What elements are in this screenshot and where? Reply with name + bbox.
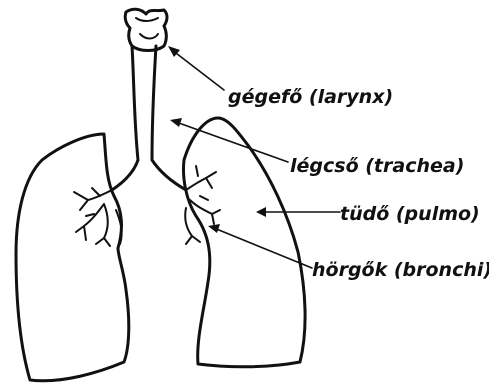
lung-label: tüdő (pulmo) [340, 203, 480, 225]
left-lung-drawing [16, 134, 129, 381]
larynx-label: gégefő (larynx) [228, 86, 393, 108]
bronchi-label: hörgők (bronchi) [312, 259, 489, 281]
lung-pointer [256, 207, 340, 217]
larynx-drawing [125, 9, 167, 50]
right-lung-drawing [184, 118, 306, 367]
larynx-pointer [168, 46, 224, 90]
trachea-drawing [112, 46, 186, 190]
trachea-label: légcső (trachea) [290, 155, 464, 177]
